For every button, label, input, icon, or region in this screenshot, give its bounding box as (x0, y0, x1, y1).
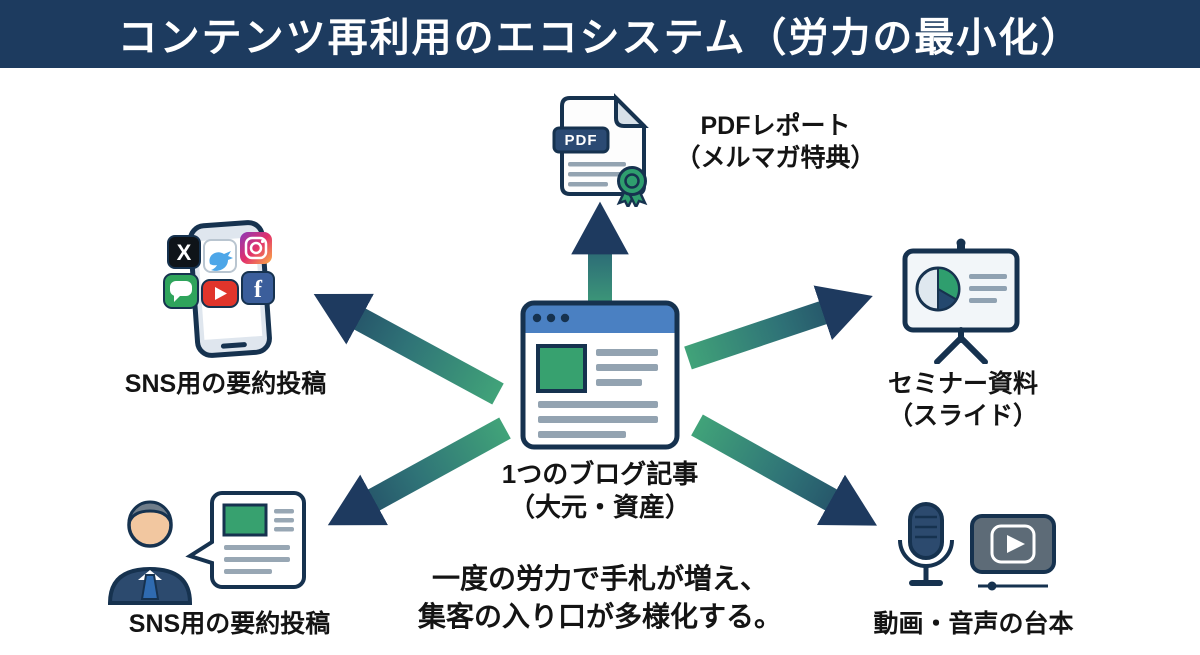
blog-article-label: 1つのブログ記事 （大元・資産） (420, 458, 780, 525)
sns-bottom-label: SNS用の要約投稿 (128, 610, 331, 638)
takeaway-line1: 一度の労力で手札が増え、 (431, 563, 768, 594)
takeaway-line2: 集客の入り口が多様化する。 (417, 600, 782, 632)
person-post-icon (92, 485, 317, 610)
article-image-placeholder (536, 344, 587, 393)
microphone-icon (898, 502, 954, 586)
pdf-report-label: PDFレポート （メルマガ特典） (668, 110, 883, 174)
pdf-report-label-line2: （メルマガ特典） (675, 144, 876, 172)
svg-text:f: f (254, 277, 263, 303)
page-title: コンテンツ再利用のエコシステム（労力の最小化） (117, 16, 1083, 60)
arrow-to-av (691, 414, 877, 526)
post-bubble (185, 491, 306, 589)
arrow-to-seminar (684, 285, 873, 370)
sns-phone-icon: X f (162, 220, 287, 365)
sns-top-label: SNS用の要約投稿 (124, 370, 327, 398)
blog-article-label-line2: （大元・資産） (508, 492, 691, 523)
blog-article-label-line1: 1つのブログ記事 (501, 459, 699, 489)
seminar-label: セミナー資料 （スライド） (887, 370, 1038, 430)
blog-article-icon (520, 300, 680, 455)
twitter-bird-icon (203, 239, 237, 273)
pie-chart-icon (915, 266, 961, 312)
ribbon-medal-icon (616, 166, 648, 210)
arrow-to-sns-top (313, 293, 504, 405)
folded-corner (614, 93, 649, 128)
instagram-icon (240, 232, 272, 264)
svg-text:X: X (177, 240, 192, 265)
person-avatar (107, 500, 193, 605)
pdf-badge (552, 126, 610, 154)
facebook-icon: f (241, 271, 275, 305)
audio-video-icon (888, 500, 1063, 605)
pdf-report-icon: PDF (552, 92, 662, 212)
x-icon: X (167, 235, 201, 269)
easel-legs (934, 327, 988, 365)
takeaway-text: 一度の労力で手札が増え、 集客の入り口が多様化する。 (370, 560, 830, 636)
pdf-badge-text: PDF (565, 132, 598, 149)
play-icon (1007, 535, 1025, 553)
title-bar: コンテンツ再利用のエコシステム（労力の最小化） (0, 0, 1200, 68)
youtube-icon (201, 279, 239, 308)
arrow-to-sns-bottom (327, 417, 511, 526)
pdf-report-label-line1: PDFレポート (700, 112, 851, 140)
seminar-board-icon (893, 238, 1029, 369)
chat-bubble-icon (163, 273, 199, 309)
video-player-icon (970, 514, 1056, 591)
av-script-label: 動画・音声の台本 (873, 610, 1074, 638)
